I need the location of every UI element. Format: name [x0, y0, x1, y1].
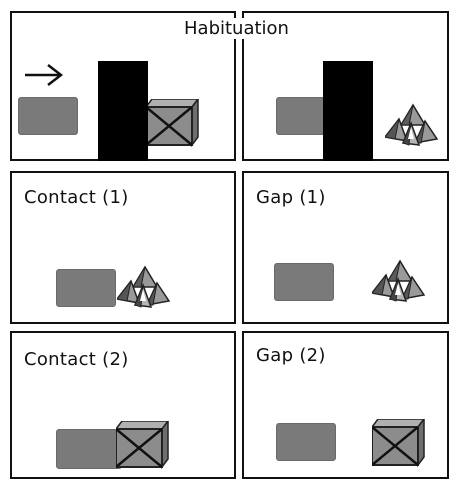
moving-block: [276, 97, 328, 135]
moving-block: [56, 429, 122, 469]
occluder-screen: [323, 61, 373, 161]
crossed-box-icon: [146, 99, 200, 147]
gap1-panel: Gap (1): [242, 171, 449, 324]
contact1-panel: Contact (1): [10, 171, 236, 324]
crossed-box-icon: [372, 419, 426, 467]
pyramid-cluster-icon: [117, 266, 170, 308]
occluder-screen: [98, 61, 148, 161]
moving-block: [56, 269, 116, 307]
panel-label: Contact (2): [24, 349, 129, 370]
panel-label: Contact (1): [24, 187, 129, 208]
crossed-box-icon: [116, 421, 170, 469]
pyramid-cluster-icon: [385, 104, 438, 146]
contact2-panel: Contact (2): [10, 331, 236, 479]
right-arrow-icon: [25, 64, 64, 86]
habituation-title: Habituation: [180, 18, 293, 39]
gap2-panel: Gap (2): [242, 331, 449, 479]
panel-label: Gap (2): [256, 345, 326, 366]
panel-label: Gap (1): [256, 187, 326, 208]
moving-block: [274, 263, 334, 301]
moving-block: [18, 97, 78, 135]
moving-block: [276, 423, 336, 461]
pyramid-cluster-icon: [372, 260, 425, 302]
